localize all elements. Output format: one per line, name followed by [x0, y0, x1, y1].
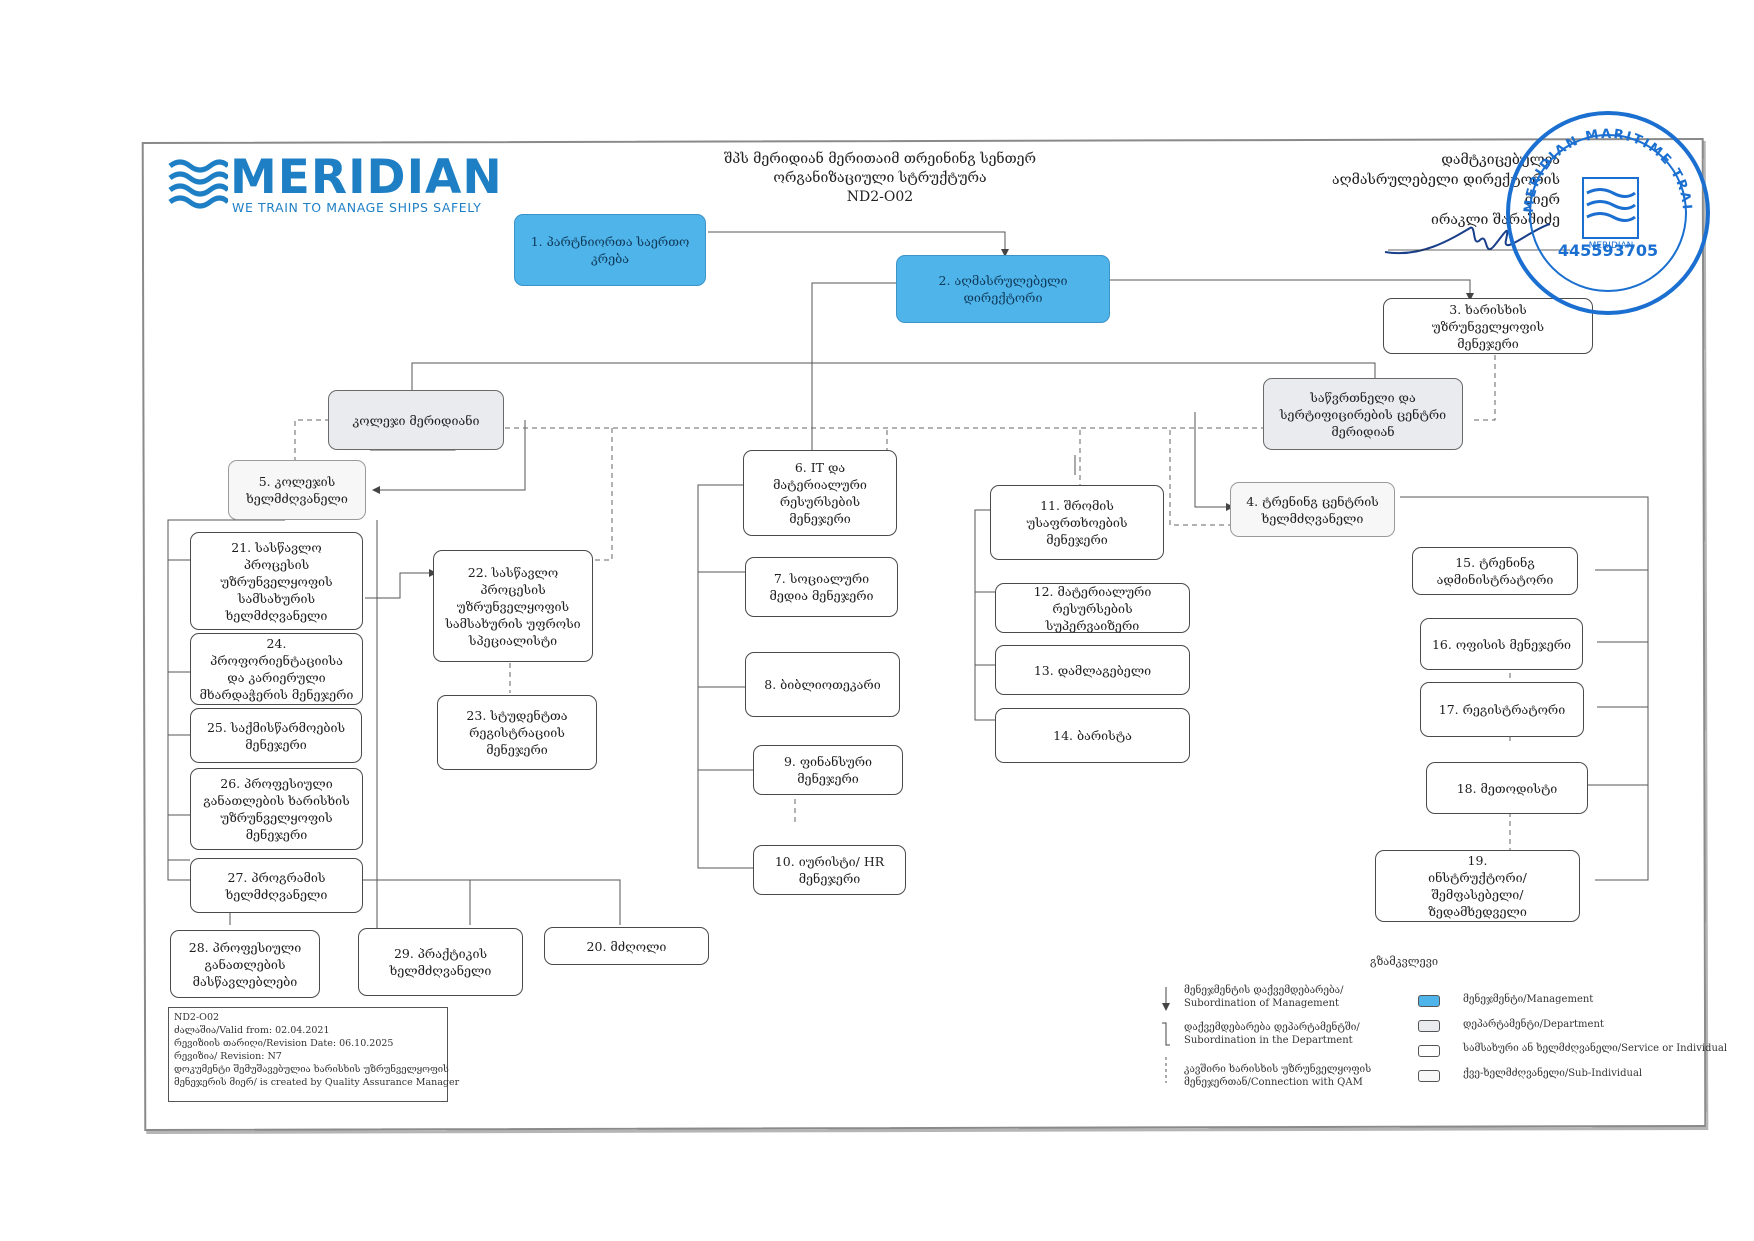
node-15: 15. ტრენინგ ადმინისტრატორი [1412, 547, 1578, 595]
node-partners-meeting: 1. პარტნიორთა საერთო კრება [514, 214, 706, 286]
node-college-head: 5. კოლეჯის ხელმძღვანელი [228, 460, 366, 520]
node-17: 17. რეგისტრატორი [1420, 682, 1584, 737]
info-valid: ძალაშია/Valid from: 02.04.2021 [174, 1025, 330, 1036]
document-code: ND2-O02 [846, 189, 914, 205]
info-revision-date: რევიზიის თარიღი/Revision Date: 06.10.202… [174, 1038, 394, 1049]
node-8: 8. ბიბლიოთეკარი [745, 652, 900, 717]
legend-swatch-management [1418, 995, 1440, 1007]
node-28: 28. პროფესიული განათლების მასწავლებლები [170, 930, 320, 998]
info-created-by-1: დოკუმენტი შემუშავებულია ხარისხის უზრუნვე… [174, 1064, 449, 1075]
node-24: 24. პროფორიენტაციისა და კარიერული მხარდა… [190, 633, 363, 705]
legend-swatch-sub-individual [1418, 1070, 1440, 1082]
node-23: 23. სტუდენტთა რეგისტრაციის მენეჯერი [437, 695, 597, 770]
stamp-number: 445593705 [1558, 241, 1658, 260]
approval-line-2: აღმასრულებელი დირექტორის მიერ [1332, 172, 1560, 208]
node-21: 21. სასწავლო პროცესის უზრუნველყოფის სამს… [190, 532, 363, 630]
node-14: 14. ბარისტა [995, 708, 1190, 763]
node-9: 9. ფინანსური მენეჯერი [753, 745, 903, 795]
node-13: 13. დამლაგებელი [995, 645, 1190, 695]
document-title: ორგანიზაციული სტრუქტურა [773, 170, 987, 186]
info-revision-number: რევიზია/ Revision: N7 [174, 1051, 282, 1062]
legend-swatch-department [1418, 1020, 1440, 1032]
node-training-centre-head: 4. ტრენინგ ცენტრის ხელმძღვანელი [1230, 482, 1395, 537]
legend-line-icons [1162, 987, 1170, 1083]
waves-logo-icon [168, 159, 228, 209]
node-25: 25. საქმისწარმოების მენეჯერი [190, 708, 362, 763]
node-safety-manager: 11. შრომის უსაფრთხოების მენეჯერი [990, 485, 1164, 560]
stamp-logo-label: MERIDIAN [1589, 241, 1634, 251]
info-created-by-2: მენეჯერის მიერ/ is created by Quality As… [174, 1077, 460, 1088]
node-16: 16. ოფისის მენეჯერი [1420, 618, 1583, 670]
dept-college: კოლეჯი მერიდიანი [328, 390, 504, 450]
node-10: 10. იურისტი/ HR მენეჯერი [753, 845, 906, 895]
legend-connection-qam: კავშირი ხარისხის უზრუნველყოფის მენეჯერთა… [1184, 1064, 1372, 1088]
node-27: 27. პროგრამის ხელმძღვანელი [190, 858, 363, 913]
legend-subordination-department: დაქვემდებარება დეპარტამენტში/ Subordinat… [1184, 1022, 1360, 1046]
info-code: ND2-O02 [174, 1012, 220, 1023]
legend-sub-individual: ქვე-ხელმძღვანელი/Sub-Individual [1463, 1068, 1643, 1079]
approval-line-3: ირაკლი შარაშიძე [1431, 212, 1560, 228]
legend-service: სამსახური ან ხელმძღვანელი/Service or Ind… [1463, 1043, 1728, 1054]
logo-name: MERIDIAN [230, 150, 503, 205]
node-19: 19. ინსტრუქტორი/შემფასებელი/ ზედამხედველ… [1375, 850, 1580, 922]
node-12: 12. მატერიალური რესურსების სუპერვაიზერი [995, 583, 1190, 633]
dept-certification-centre: საწვრთნელი და სერტიფიცირების ცენტრი მერი… [1263, 378, 1463, 450]
company-stamp-image: MERIDIAN MARITIME TRAINING CENTRE 445593… [1503, 108, 1710, 315]
approval-block: დამტკიცებულია აღმასრულებელი დირექტორის მ… [1300, 150, 1560, 230]
legend-subordination-management: მენეჯმენტის დაქვემდებარება/ Subordinatio… [1184, 985, 1344, 1009]
logo-tagline: WE TRAIN TO MANAGE SHIPS SAFELY [232, 200, 482, 215]
node-18: 18. მეთოდისტი [1426, 762, 1588, 814]
company-name: შპს მერიდიან მერითაიმ თრეინინგ სენთერ [723, 151, 1037, 167]
node-26: 26. პროფესიული განათლების ხარისხის უზრუნ… [190, 768, 363, 850]
node-it-manager: 6. IT და მატერიალური რესურსების მენეჯერი [743, 450, 897, 536]
legend-swatch-service [1418, 1045, 1440, 1057]
node-20: 20. მძღოლი [544, 927, 709, 965]
node-22: 22. სასწავლო პროცესის უზრუნველყოფის სამს… [433, 550, 593, 662]
node-quality-manager: 3. ხარისხის უზრუნველყოფის მენეჯერი [1383, 298, 1593, 354]
legend-management: მენეჯმენტი/Management [1463, 994, 1594, 1005]
document-header: შპს მერიდიან მერითაიმ თრეინინგ სენთერ ორ… [660, 150, 1100, 207]
node-executive-director: 2. აღმასრულებელი დირექტორი [896, 255, 1110, 323]
approval-line-1: დამტკიცებულია [1441, 152, 1560, 168]
node-7: 7. სოციალური მედია მენეჯერი [745, 557, 898, 617]
revision-info: ND2-O02 ძალაშია/Valid from: 02.04.2021 რ… [168, 1007, 460, 1102]
legend-department: დეპარტამენტი/Department [1463, 1019, 1604, 1030]
legend-title: გზამკვლევი [1370, 955, 1438, 968]
node-29: 29. პრაქტიკის ხელმძღვანელი [358, 928, 523, 996]
